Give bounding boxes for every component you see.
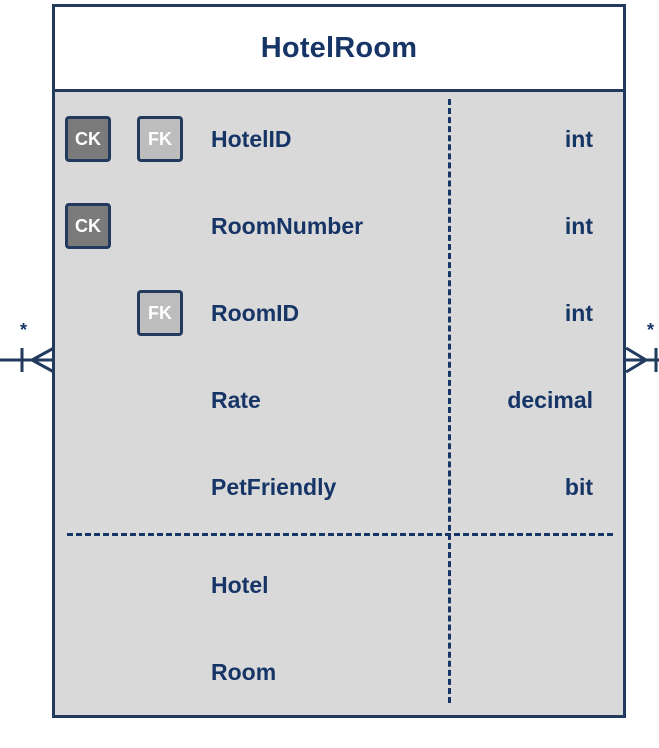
- column-type: int: [564, 126, 593, 152]
- column-row-petfriendly[interactable]: PetFriendly bit: [55, 462, 623, 512]
- left-multiplicity-label: *: [20, 320, 28, 340]
- column-type: int: [564, 213, 593, 239]
- column-name: PetFriendly: [211, 474, 337, 500]
- right-multiplicity-label: *: [647, 320, 655, 340]
- column-name: RoomNumber: [211, 213, 364, 239]
- column-type: bit: [564, 474, 593, 500]
- navigation-name: Room: [211, 659, 277, 685]
- navigation-row-room[interactable]: Room: [55, 647, 623, 697]
- fk-badge: FK: [137, 290, 183, 336]
- column-divider: [448, 99, 451, 703]
- column-type: int: [564, 300, 593, 326]
- left-connector-crowsfoot-icon[interactable]: [0, 340, 56, 380]
- entity-title: HotelRoom: [260, 31, 418, 64]
- column-row-rate[interactable]: Rate decimal: [55, 375, 623, 425]
- right-connector-crowsfoot-icon[interactable]: [624, 340, 659, 380]
- navigation-row-hotel[interactable]: Hotel: [55, 560, 623, 610]
- entity-hotelroom[interactable]: HotelRoom CK FK HotelID int CK RoomNumbe…: [52, 4, 626, 718]
- column-row-roomid[interactable]: FK RoomID int: [55, 288, 623, 338]
- ck-badge: CK: [65, 116, 111, 162]
- entity-header[interactable]: HotelRoom: [55, 7, 623, 92]
- navigation-name: Hotel: [211, 572, 269, 598]
- navigation-divider: [67, 533, 613, 536]
- column-name: HotelID: [211, 126, 292, 152]
- fk-badge: FK: [137, 116, 183, 162]
- column-row-hotelid[interactable]: CK FK HotelID int: [55, 114, 623, 164]
- column-name: RoomID: [211, 300, 300, 326]
- ck-badge: CK: [65, 203, 111, 249]
- column-type: decimal: [507, 387, 593, 413]
- column-row-roomnumber[interactable]: CK RoomNumber int: [55, 201, 623, 251]
- column-name: Rate: [211, 387, 261, 413]
